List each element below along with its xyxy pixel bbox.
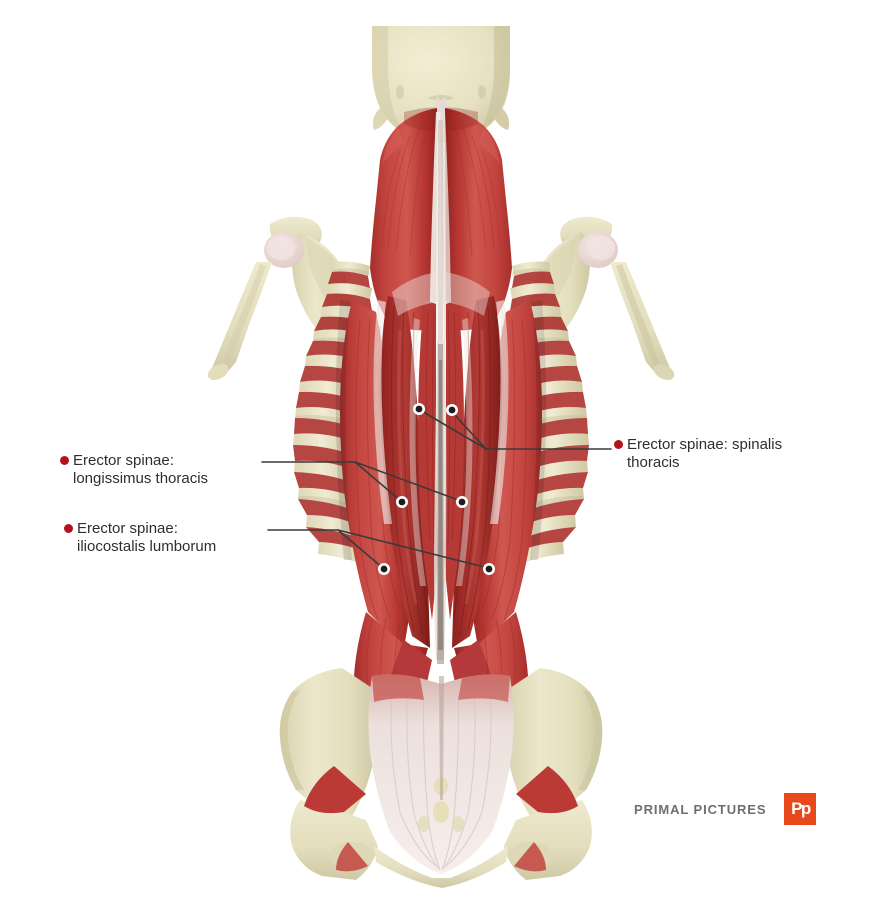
label-spinalis-line2: thoracis [627, 454, 680, 471]
label-longissimus-line2: longissimus thoracis [73, 470, 209, 487]
label-bullet-icon [64, 523, 73, 533]
cervical-muscles [370, 107, 512, 331]
thoracolumbar-fascia [368, 674, 514, 874]
primal-pictures-logo-icon: Pp [784, 793, 817, 825]
brand-watermark: PRIMAL PICTURES Pp [634, 793, 817, 825]
label-iliocostalis-line1: Erector spinae: [77, 520, 178, 537]
label-spinalis-line1: Erector spinae: spinalis [627, 436, 783, 453]
figure-shading [335, 300, 547, 560]
label-iliocostalis-line2: iliocostalis lumborum [77, 538, 217, 555]
label-erector-spinae-spinalis-thoracis[interactable]: Erector spinae: spinalis thoracis [614, 436, 782, 472]
label-longissimus-line1: Erector spinae: [73, 452, 174, 469]
label-erector-spinae-longissimus-thoracis[interactable]: Erector spinae: longissimus thoracis [60, 452, 208, 488]
skull-base [372, 26, 510, 143]
tendon-sheets [373, 272, 509, 586]
label-erector-spinae-iliocostalis-lumborum[interactable]: Erector spinae: iliocostalis lumborum [64, 520, 216, 556]
brand-name-text: PRIMAL PICTURES [634, 801, 767, 817]
deep-pelvic-muscles [304, 766, 578, 872]
label-bullet-icon [614, 439, 623, 449]
label-bullet-icon [60, 455, 69, 465]
